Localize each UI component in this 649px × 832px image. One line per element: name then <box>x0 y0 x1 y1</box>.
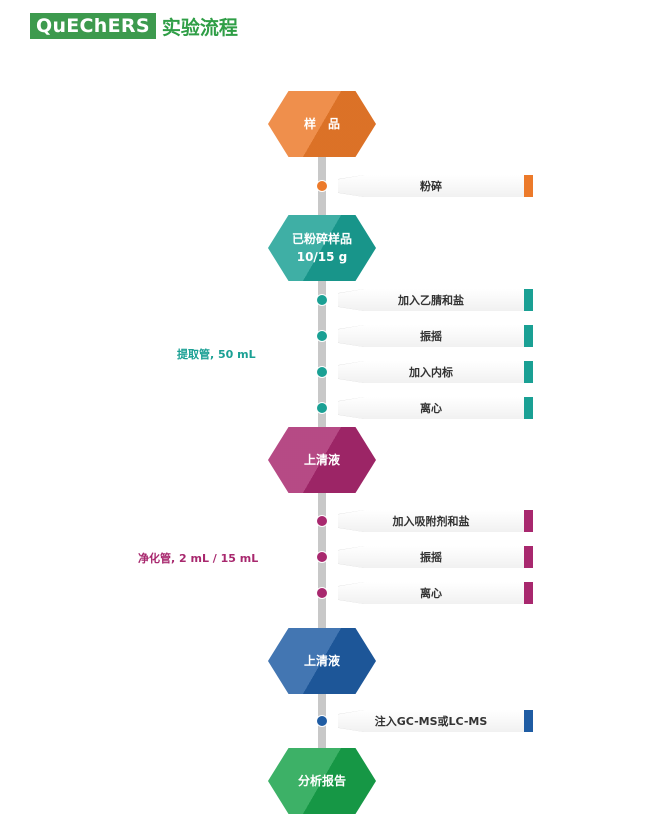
node-supernatant-1: 上清液 <box>268 427 376 493</box>
step-dot <box>316 366 328 378</box>
step-label: 离心 <box>338 582 524 604</box>
step-dot <box>316 402 328 414</box>
step-dot <box>316 515 328 527</box>
step-dot <box>316 330 328 342</box>
step-color-bar <box>524 361 533 383</box>
step-label: 加入乙腈和盐 <box>338 289 524 311</box>
step-banner: 振摇 <box>338 546 533 568</box>
node-report: 分析报告 <box>268 748 376 814</box>
node-ground-sample: 已粉碎样品 10/15 g <box>268 215 376 281</box>
node-sample: 样 品 <box>268 91 376 157</box>
node-label: 上清液 <box>303 654 340 668</box>
step-dot <box>316 180 328 192</box>
step-label: 振摇 <box>338 325 524 347</box>
step-banner: 振摇 <box>338 325 533 347</box>
step-color-bar <box>524 397 533 419</box>
step-label: 加入内标 <box>338 361 524 383</box>
step-banner: 离心 <box>338 582 533 604</box>
step-dot <box>316 294 328 306</box>
step-color-bar <box>524 546 533 568</box>
title-text: 实验流程 <box>161 16 238 39</box>
node-label: 上清液 <box>303 453 340 467</box>
step-label: 振摇 <box>338 546 524 568</box>
step-label: 加入吸附剂和盐 <box>338 510 524 532</box>
step-label: 离心 <box>338 397 524 419</box>
page-title: QuEChERS 实验流程 <box>30 12 238 40</box>
step-banner: 粉碎 <box>338 175 533 197</box>
step-color-bar <box>524 582 533 604</box>
step-banner: 注入GC-MS或LC-MS <box>338 710 533 732</box>
step-color-bar <box>524 289 533 311</box>
side-label-extraction-tube: 提取管, 50 mL <box>177 348 256 361</box>
step-banner: 加入乙腈和盐 <box>338 289 533 311</box>
step-banner: 加入内标 <box>338 361 533 383</box>
step-color-bar <box>524 510 533 532</box>
step-color-bar <box>524 325 533 347</box>
step-dot <box>316 587 328 599</box>
node-label: 样 品 <box>303 117 340 131</box>
step-banner: 加入吸附剂和盐 <box>338 510 533 532</box>
step-banner: 离心 <box>338 397 533 419</box>
step-label: 注入GC-MS或LC-MS <box>338 710 524 732</box>
side-label-cleanup-tube: 净化管, 2 mL / 15 mL <box>138 552 259 565</box>
node-sublabel: 10/15 g <box>296 250 348 264</box>
node-label: 分析报告 <box>297 774 346 788</box>
node-supernatant-2: 上清液 <box>268 628 376 694</box>
step-dot <box>316 551 328 563</box>
step-color-bar <box>524 175 533 197</box>
node-label: 已粉碎样品 <box>291 232 352 246</box>
title-brand-box: QuEChERS <box>30 13 156 39</box>
step-color-bar <box>524 710 533 732</box>
step-label: 粉碎 <box>338 175 524 197</box>
step-dot <box>316 715 328 727</box>
